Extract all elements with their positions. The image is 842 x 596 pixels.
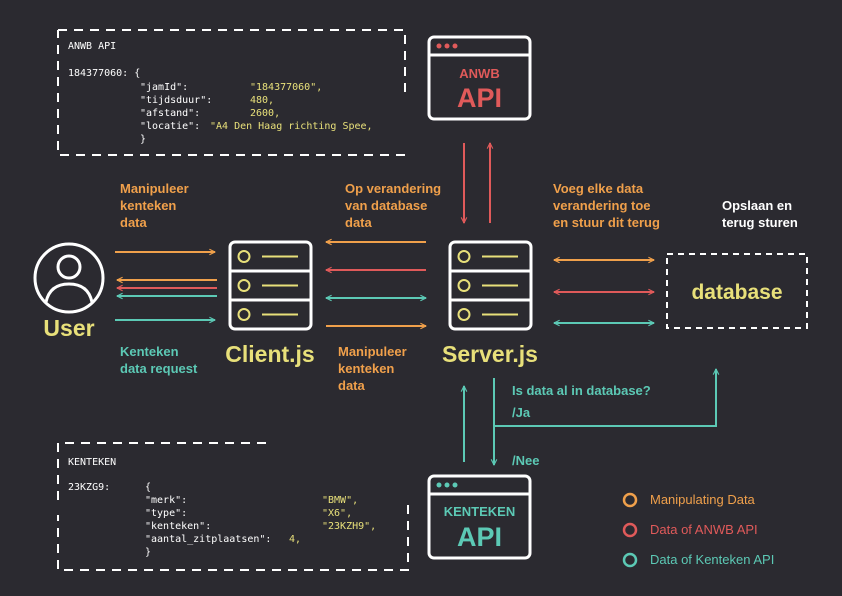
legend: Manipulating Data Data of ANWB API Data … <box>622 492 774 568</box>
kenteken-code-close: } <box>145 547 151 558</box>
legend-red-icon <box>622 522 638 538</box>
legend-label: Data of Kenteken API <box>650 552 774 567</box>
kenteken-field-key: "merk": <box>145 495 187 506</box>
anwb-field-key: "jamId": <box>140 82 188 93</box>
label-manipulate-server: kenteken <box>338 361 394 376</box>
legend-label: Manipulating Data <box>650 492 756 507</box>
label-manipulate-user: kenteken <box>120 198 176 213</box>
kenteken-api-window: KENTEKEN API <box>427 474 532 560</box>
window-dot-icon <box>436 482 442 488</box>
anwb-field-value: "A4 Den Haag richting Spee, <box>210 121 373 132</box>
kenteken-api-label-bottom: API <box>457 522 502 552</box>
label-manipulate-user: Manipuleer <box>120 181 189 196</box>
label-kenteken-request: data request <box>120 361 198 376</box>
arrow-server-to-database-yes <box>494 369 716 427</box>
database-box: database <box>666 253 808 329</box>
window-dot-icon <box>436 43 442 49</box>
anwb-api-label-top: ANWB <box>459 66 499 81</box>
label-on-change: data <box>345 215 373 230</box>
label-manipulate-user: data <box>120 215 148 230</box>
anwb-code-close: } <box>140 134 146 145</box>
anwb-field-key: "locatie": <box>140 121 200 132</box>
label-yes: /Ja <box>512 405 531 420</box>
kenteken-field-value: "BMW", <box>322 495 358 506</box>
label-question: Is data al in database? <box>512 383 651 398</box>
kenteken-field-value: 4, <box>289 534 301 545</box>
anwb-code-id: 184377060: { <box>68 68 140 79</box>
window-dot-icon <box>452 43 458 49</box>
label-on-change: van database <box>345 198 427 213</box>
label-add-data: Voeg elke data <box>553 181 644 196</box>
label-no: /Nee <box>512 453 539 468</box>
kenteken-code-title: KENTEKEN <box>68 457 116 468</box>
database-label: database <box>691 281 782 304</box>
user-label: User <box>43 315 94 341</box>
window-dot-icon <box>452 482 458 488</box>
kenteken-field-value: "X6", <box>322 508 352 519</box>
label-store: Opslaan en <box>722 198 792 213</box>
label-manipulate-server: Manipuleer <box>338 344 407 359</box>
label-add-data: en stuur dit terug <box>553 215 660 230</box>
kenteken-code-block: KENTEKEN 23KZG9: { "merk": "BMW", "type"… <box>57 442 409 571</box>
legend-label: Data of ANWB API <box>650 522 758 537</box>
client-server-icon <box>228 240 313 331</box>
anwb-field-key: "tijdsduur": <box>140 95 212 106</box>
anwb-field-value: 2600, <box>250 108 280 119</box>
legend-orange-icon <box>622 492 638 508</box>
user-icon <box>33 242 105 314</box>
anwb-api-window: ANWB API <box>427 35 532 121</box>
label-manipulate-server: data <box>338 378 366 393</box>
window-dot-icon <box>444 43 450 49</box>
anwb-code-block: ANWB API 184377060: { "jamId": "18437706… <box>57 29 406 156</box>
client-label: Client.js <box>225 341 314 367</box>
kenteken-api-label-top: KENTEKEN <box>444 504 516 519</box>
legend-teal-icon <box>622 552 638 568</box>
label-add-data: verandering toe <box>553 198 651 213</box>
kenteken-field-key: "kenteken": <box>145 521 211 532</box>
kenteken-code-id: 23KZG9: <box>68 482 110 493</box>
kenteken-field-key: "aantal_zitplaatsen": <box>145 534 271 545</box>
anwb-field-value: "184377060", <box>250 82 322 93</box>
label-store: terug sturen <box>722 215 798 230</box>
anwb-field-value: 480, <box>250 95 274 106</box>
kenteken-code-open: { <box>145 482 151 493</box>
kenteken-field-key: "type": <box>145 508 187 519</box>
server-label: Server.js <box>442 341 538 367</box>
anwb-api-label-bottom: API <box>457 83 502 113</box>
window-dot-icon <box>444 482 450 488</box>
label-on-change: Op verandering <box>345 181 441 196</box>
kenteken-field-value: "23KZH9", <box>322 521 376 532</box>
label-kenteken-request: Kenteken <box>120 344 179 359</box>
anwb-field-key: "afstand": <box>140 108 200 119</box>
server-icon <box>448 240 533 331</box>
anwb-code-title: ANWB API <box>68 41 116 52</box>
